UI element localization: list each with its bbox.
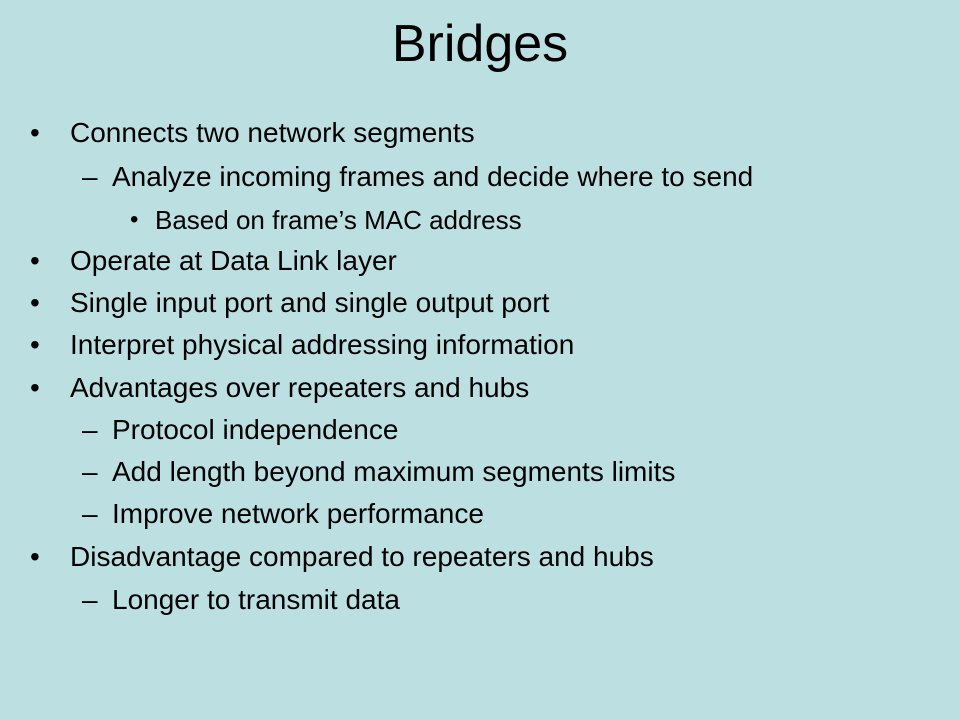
bullet-item: • Single input port and single output po… <box>0 282 960 324</box>
bullet-item: • Interpret physical addressing informat… <box>0 324 960 366</box>
bullet-marker: • <box>30 117 40 148</box>
sub-bullet-item: – Improve network performance <box>0 493 960 535</box>
bullet-item: • Advantages over repeaters and hubs <box>0 367 960 409</box>
sub-bullet-item: – Protocol independence <box>0 409 960 451</box>
dash-marker: – <box>82 161 98 192</box>
bullet-marker: • <box>30 372 40 403</box>
bullet-text: Single input port and single output port <box>70 287 550 318</box>
dash-marker: – <box>82 414 98 445</box>
bullet-marker: • <box>30 541 40 572</box>
sub-bullet-text: Improve network performance <box>112 498 484 529</box>
sub-sub-bullet-item: • Based on frame’s MAC address <box>0 199 960 241</box>
bullet-item: • Disadvantage compared to repeaters and… <box>0 536 960 578</box>
bullet-text: Advantages over repeaters and hubs <box>70 372 530 403</box>
bullet-text: Connects two network segments <box>70 117 475 148</box>
dash-marker: – <box>82 498 98 529</box>
bullet-marker: • <box>30 245 40 276</box>
sub-bullet-item: – Analyze incoming frames and decide whe… <box>0 156 960 198</box>
sub-bullet-item: – Add length beyond maximum segments lim… <box>0 451 960 493</box>
bullet-marker: • <box>30 329 40 360</box>
sub-bullet-text: Add length beyond maximum segments limit… <box>112 456 676 487</box>
bullet-marker: • <box>130 206 139 233</box>
bullet-text: Interpret physical addressing informatio… <box>70 329 575 360</box>
bullet-text: Disadvantage compared to repeaters and h… <box>70 541 654 572</box>
bullet-item: • Connects two network segments <box>0 112 960 154</box>
sub-bullet-text: Analyze incoming frames and decide where… <box>112 161 754 192</box>
sub-bullet-item: – Longer to transmit data <box>0 579 960 621</box>
sub-sub-bullet-text: Based on frame’s MAC address <box>155 205 522 235</box>
slide-title: Bridges <box>391 15 569 73</box>
sub-bullet-text: Longer to transmit data <box>112 584 400 615</box>
bullet-text: Operate at Data Link layer <box>70 245 397 276</box>
bullet-marker: • <box>30 287 40 318</box>
dash-marker: – <box>82 584 98 615</box>
bullet-item: • Operate at Data Link layer <box>0 240 960 282</box>
dash-marker: – <box>82 456 98 487</box>
sub-bullet-text: Protocol independence <box>112 414 399 445</box>
